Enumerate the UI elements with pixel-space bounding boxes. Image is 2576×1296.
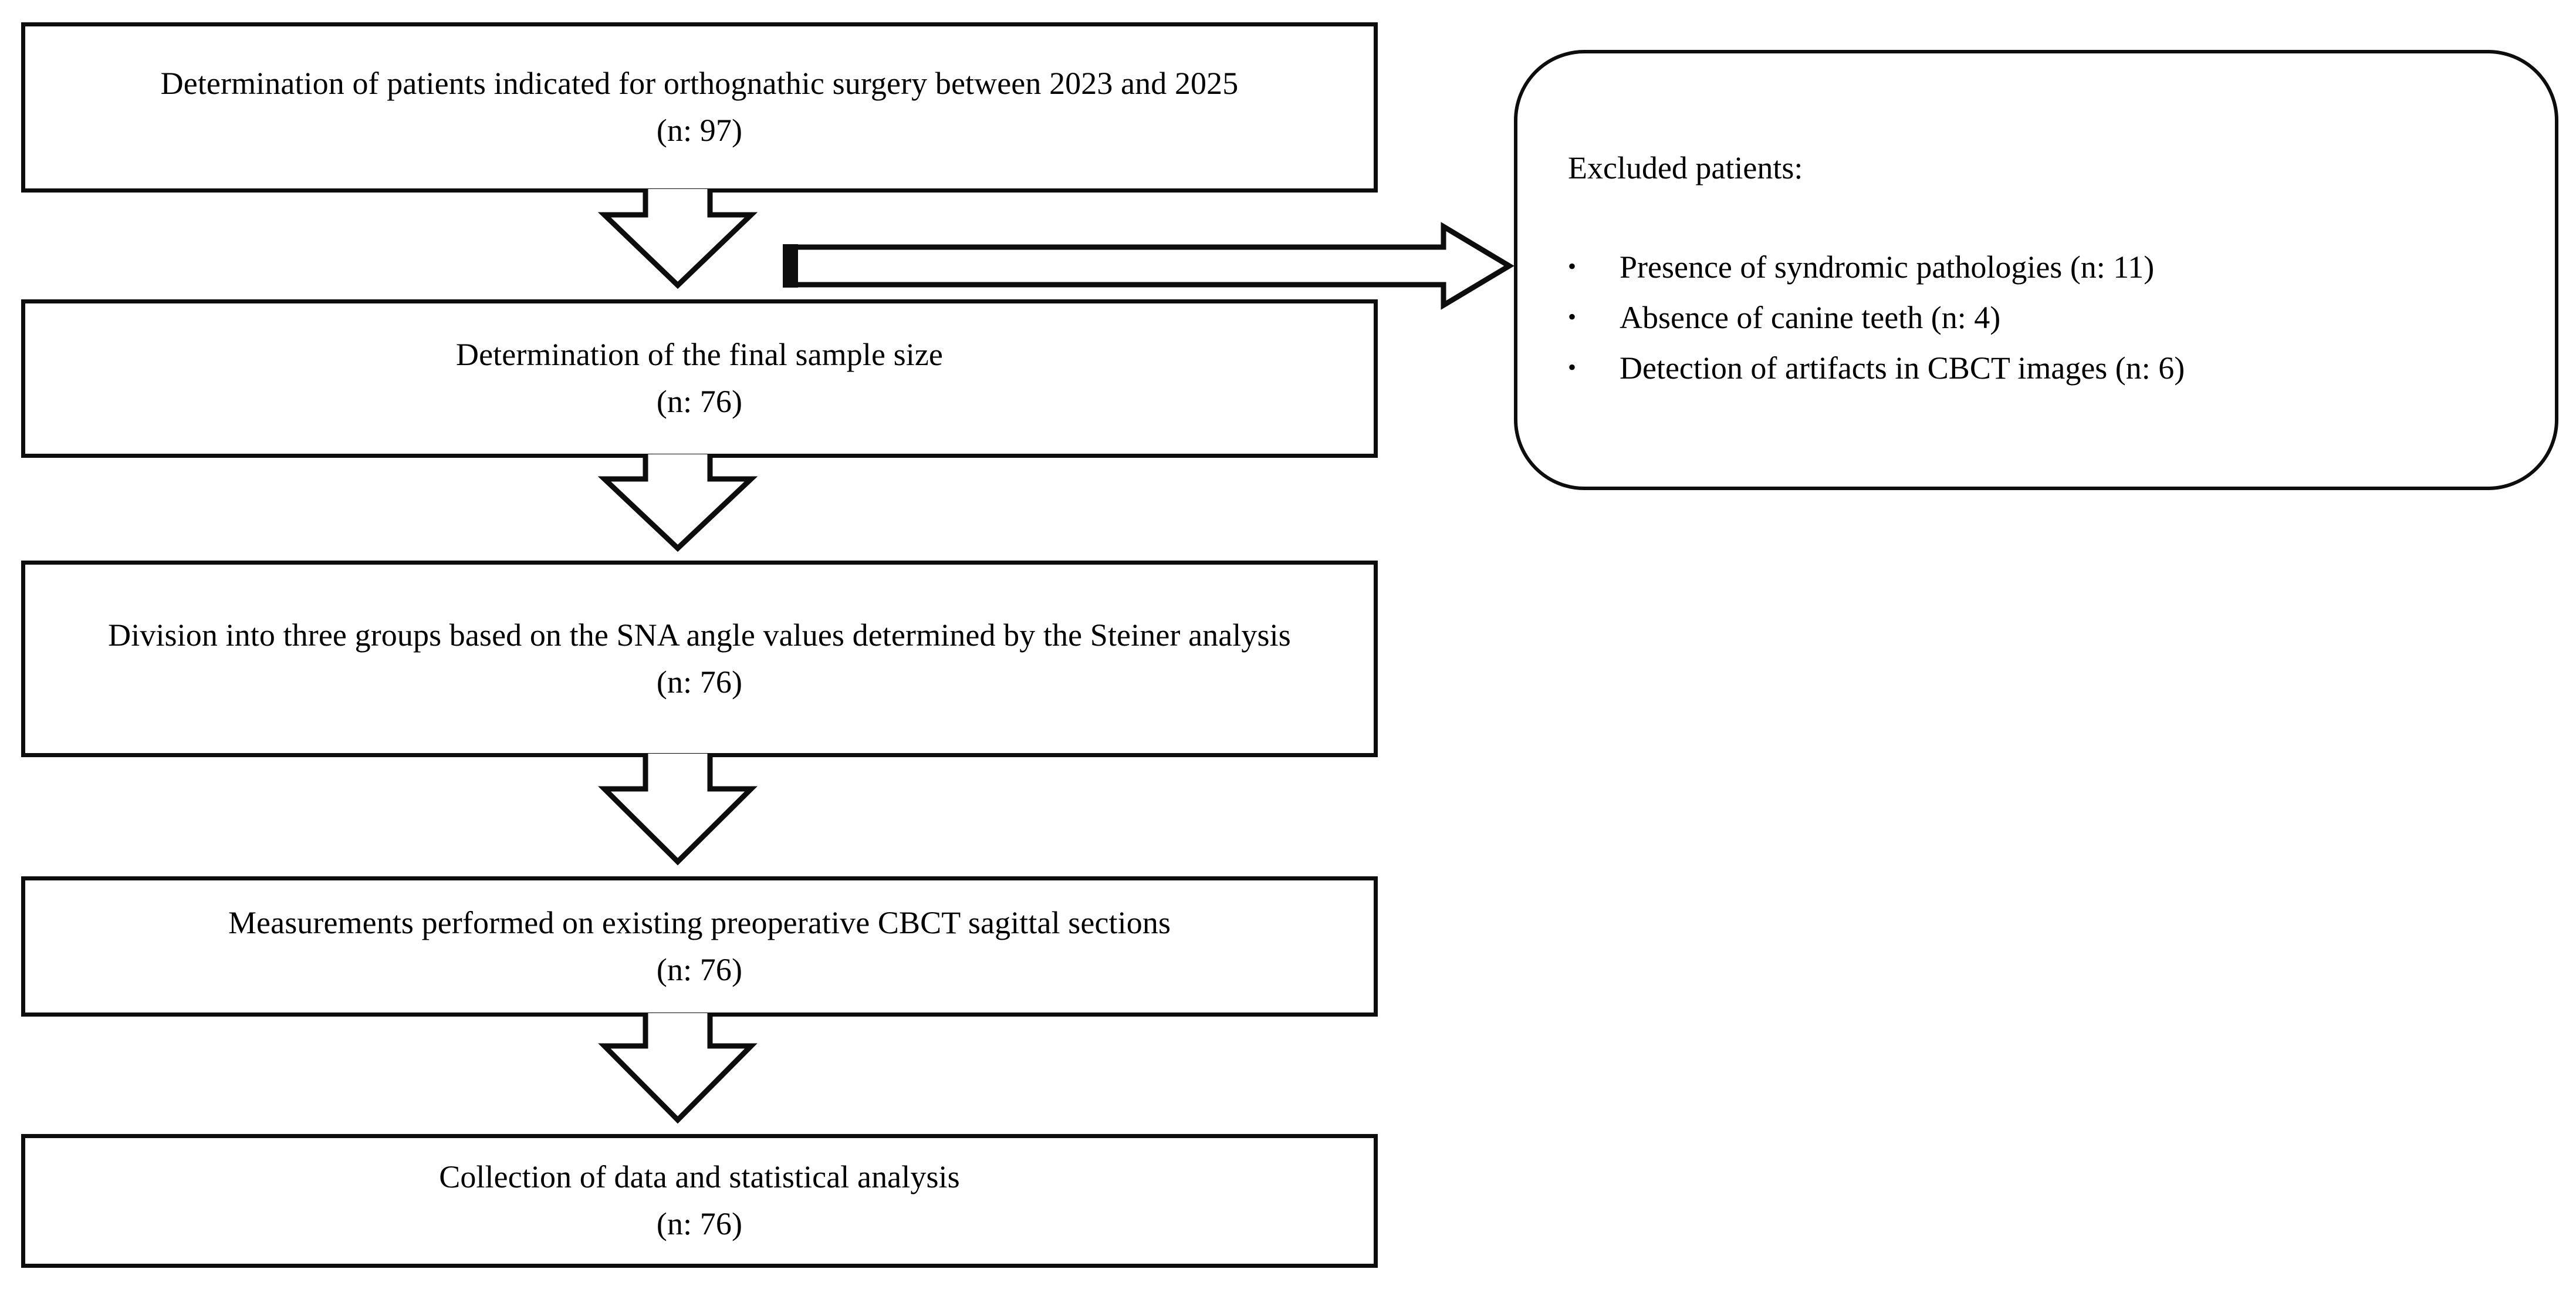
flow-step-final-sample-size: Determination of the final sample size (… (21, 299, 1378, 458)
arrow-step4-to-step5 (593, 1012, 763, 1138)
list-item: • Detection of artifacts in CBCT images … (1568, 349, 2483, 387)
list-item: • Presence of syndromic pathologies (n: … (1568, 248, 2483, 286)
excluded-patients-box: Excluded patients: • Presence of syndrom… (1514, 50, 2558, 490)
arrow-step1-to-step2 (593, 188, 763, 305)
list-item-label: Presence of syndromic pathologies (n: 11… (1620, 249, 2155, 285)
flow-step-collection-and-analysis: Collection of data and statistical analy… (21, 1134, 1378, 1268)
flow-step-measurements-on-cbct: Measurements performed on existing preop… (21, 876, 1378, 1017)
bullet-dot-icon: • (1568, 253, 1577, 279)
flow-step-text: Collection of data and statistical analy… (439, 1159, 960, 1241)
flow-step-determination-of-patients: Determination of patients indicated for … (21, 22, 1378, 193)
arrow-step2-to-step3 (593, 453, 763, 565)
flow-step-text: Determination of the final sample size (… (455, 337, 943, 419)
flow-step-text: Measurements performed on existing preop… (228, 905, 1171, 987)
flow-step-text: Division into three groups based on the … (108, 617, 1291, 700)
list-item-label: Absence of canine teeth (n: 4) (1620, 299, 2001, 335)
list-item: • Absence of canine teeth (n: 4) (1568, 299, 2483, 337)
bullet-dot-icon: • (1568, 303, 1577, 330)
arrow-step1-to-excluded (780, 222, 1514, 310)
flow-step-text: Determination of patients indicated for … (160, 66, 1239, 148)
excluded-patients-title: Excluded patients: (1568, 150, 1803, 185)
list-item-label: Detection of artifacts in CBCT images (n… (1620, 350, 2185, 386)
arrow-step3-to-step4 (593, 752, 763, 879)
bullet-dot-icon: • (1568, 353, 1577, 380)
flow-step-division-into-groups: Division into three groups based on the … (21, 561, 1378, 757)
excluded-patients-list: • Presence of syndromic pathologies (n: … (1568, 248, 2483, 399)
